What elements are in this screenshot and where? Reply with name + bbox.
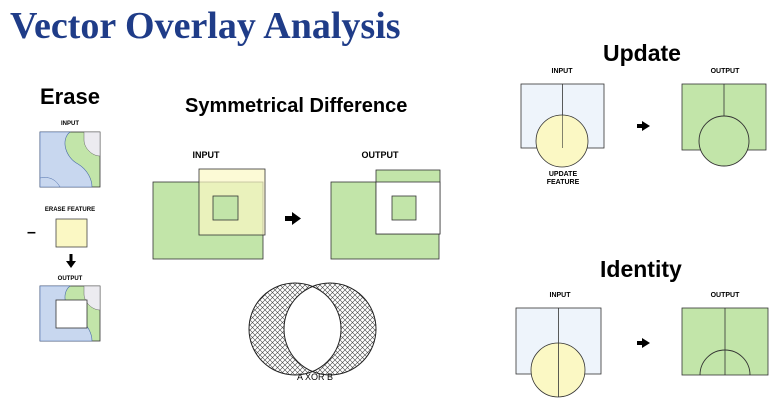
erase-input-label: INPUT <box>61 121 79 127</box>
erase-heading: Erase <box>40 84 100 109</box>
xor-venn-diagram <box>248 282 377 376</box>
symdiff-heading: Symmetrical Difference <box>185 95 408 117</box>
symdiff-output-label: OUTPUT <box>361 150 399 160</box>
update-output-label: OUTPUT <box>710 68 740 75</box>
identity-heading: Identity <box>600 256 682 282</box>
symdiff-input-diagram <box>152 168 266 260</box>
identity-output-label: OUTPUT <box>710 292 740 299</box>
update-output-diagram <box>681 83 767 167</box>
symdiff-input-label: INPUT <box>192 150 220 160</box>
update-feature-label: UPDATE FEATURE <box>528 171 598 187</box>
update-feature-label-line1: UPDATE <box>548 171 578 178</box>
identity-input-diagram <box>515 307 602 398</box>
identity-output-diagram <box>681 307 769 376</box>
identity-input-label: INPUT <box>549 292 571 299</box>
erase-feature-label: ERASE FEATURE <box>44 207 96 213</box>
down-arrow-icon <box>66 254 76 268</box>
venn-label: A XOR B <box>296 372 333 382</box>
identity-arrow-icon <box>637 338 650 348</box>
erase-input-map <box>39 131 101 188</box>
page-title: Vector Overlay Analysis <box>10 5 401 47</box>
erase-output-label: OUTPUT <box>57 276 83 282</box>
update-feature-label-line2: FEATURE <box>546 179 580 186</box>
update-arrow-icon <box>637 121 650 131</box>
update-input-diagram <box>520 83 605 168</box>
symdiff-output-diagram <box>330 169 441 260</box>
erase-feature-square <box>55 218 88 248</box>
erase-output-map <box>39 285 101 342</box>
minus-sign: – <box>27 224 36 241</box>
symdiff-arrow-icon <box>285 212 301 225</box>
update-heading: Update <box>603 40 681 66</box>
update-input-label: INPUT <box>551 68 573 75</box>
